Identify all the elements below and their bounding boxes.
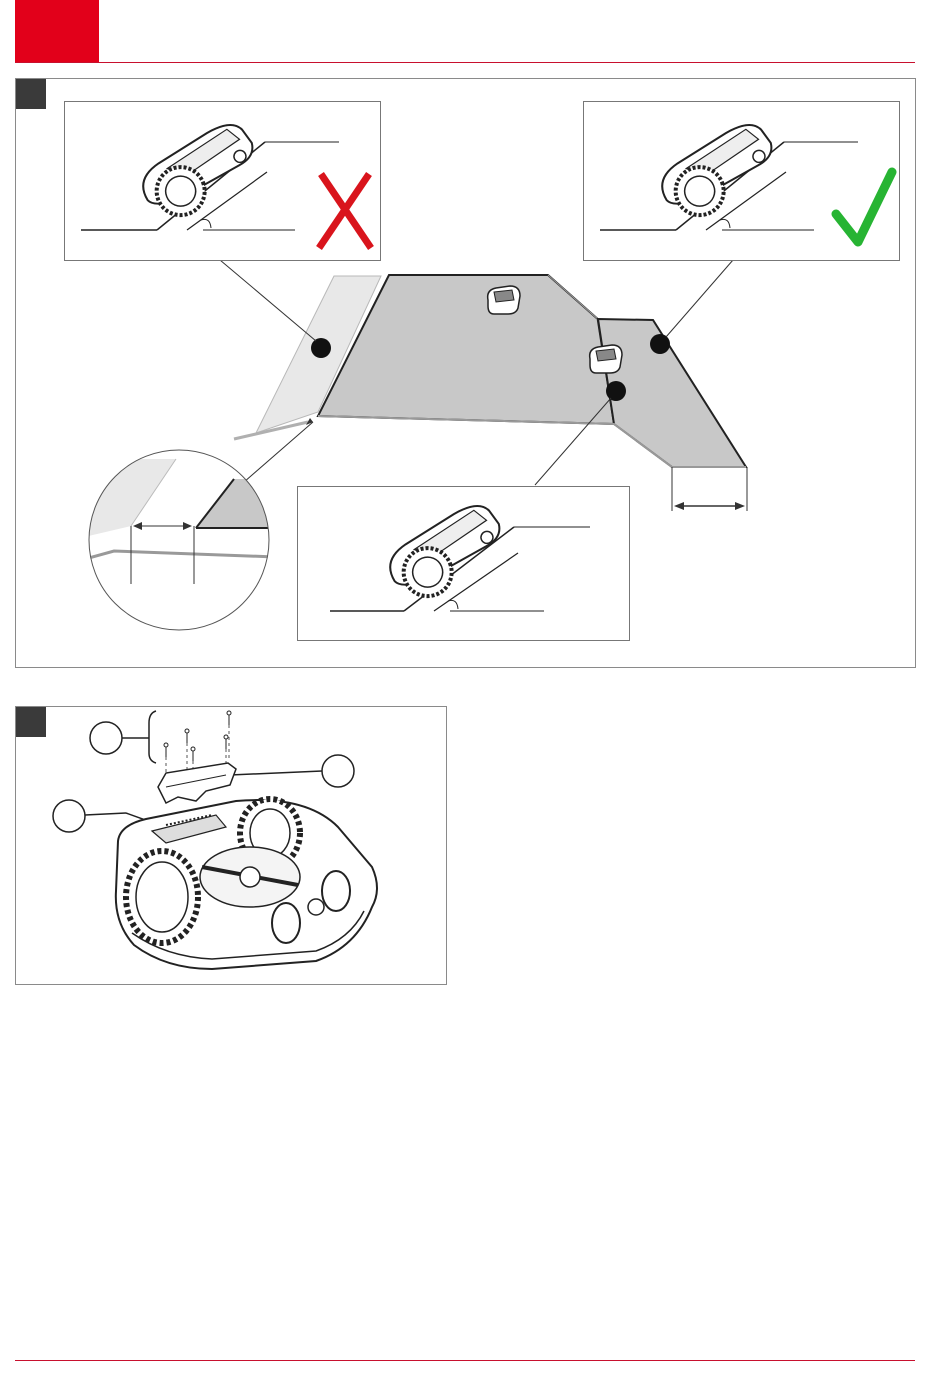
callout-circle-cover <box>322 755 354 787</box>
mower-right <box>590 345 622 373</box>
mower-top <box>488 286 520 314</box>
callout-dot-center <box>606 381 626 401</box>
inset-slope-detail <box>297 486 630 641</box>
screw-icon <box>164 711 231 761</box>
mower-exploded-drawing <box>16 707 448 986</box>
footer-rule <box>15 1360 915 1361</box>
slope-installation-figure <box>15 78 916 668</box>
callout-circle-housing <box>53 800 85 832</box>
checkmark-icon <box>836 172 892 242</box>
brand-red-tab <box>15 0 99 62</box>
cover-part <box>158 763 236 803</box>
inset-incorrect <box>64 101 381 261</box>
cross-icon <box>319 174 371 248</box>
mower-side-view <box>132 118 268 226</box>
mower-side-view <box>651 118 787 226</box>
detail-magnifier <box>71 439 296 649</box>
callout-dot-right <box>650 334 670 354</box>
callout-circle-screws <box>90 722 122 754</box>
callout-dot-left <box>311 338 331 358</box>
robotic-mower-underside <box>116 799 377 969</box>
header-rule <box>15 62 915 63</box>
mower-underside-figure <box>15 706 447 985</box>
mower-side-view <box>379 499 515 607</box>
inset-correct <box>583 101 900 261</box>
